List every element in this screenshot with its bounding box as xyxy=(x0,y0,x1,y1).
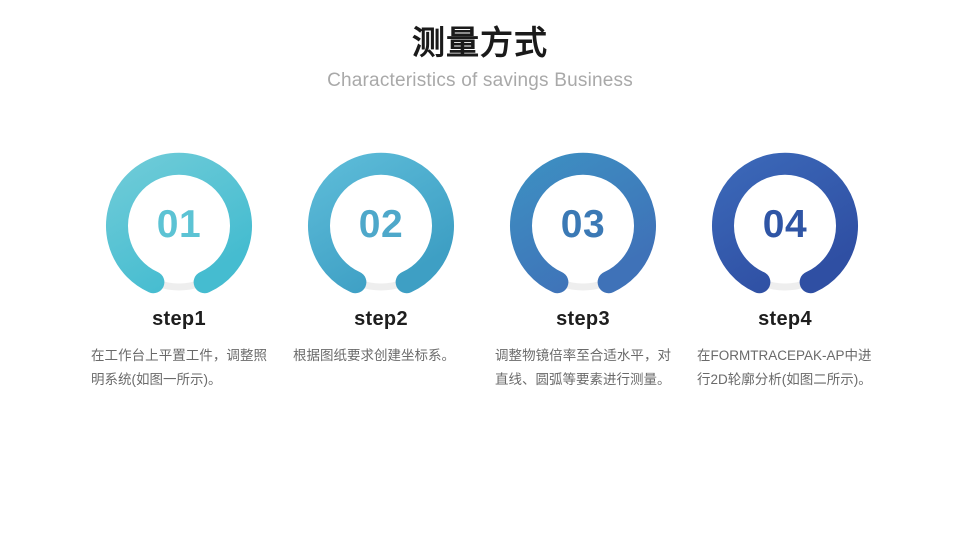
gauge-number-2: 02 xyxy=(358,203,404,246)
step-description-2: 根据图纸要求创建坐标系。 xyxy=(293,348,455,363)
step-item-1[interactable]: 01 step1 在工作台上平置工件，调整照明系统(如图一所示)。 xyxy=(78,150,280,391)
gauge-01: 01 xyxy=(104,150,254,300)
gauge-progress-arc xyxy=(308,152,454,294)
gauge-arc-icon xyxy=(712,152,858,294)
gauge-02: 02 xyxy=(306,150,456,300)
gauge-progress-arc xyxy=(712,152,858,294)
gauge-arc-icon xyxy=(510,152,656,294)
step-label-3: step3 xyxy=(556,308,610,330)
step-item-4[interactable]: 04 step4 在FORMTRACEPAK-AP中进行2D轮廓分析(如图二所示… xyxy=(684,150,886,391)
gauge-progress-arc xyxy=(106,152,252,294)
step-description-1: 在工作台上平置工件，调整照明系统(如图一所示)。 xyxy=(91,348,267,387)
page-title: 测量方式 xyxy=(412,24,548,61)
step-item-2[interactable]: 02 step2 根据图纸要求创建坐标系。 xyxy=(280,150,482,391)
page-header: 测量方式 Characteristics of savings Business xyxy=(0,0,960,92)
step-description-4: 在FORMTRACEPAK-AP中进行2D轮廓分析(如图二所示)。 xyxy=(697,348,872,387)
steps-row: 01 step1 在工作台上平置工件，调整照明系统(如图一所示)。 02 ste… xyxy=(0,150,960,391)
gauge-04: 04 xyxy=(710,150,860,300)
page-subtitle: Characteristics of savings Business xyxy=(327,70,633,92)
gauge-number-4: 04 xyxy=(762,203,808,246)
step-label-4: step4 xyxy=(758,308,812,330)
step-label-2: step2 xyxy=(354,308,408,330)
gauge-number-1: 01 xyxy=(156,203,202,246)
gauge-03: 03 xyxy=(508,150,658,300)
gauge-arc-icon xyxy=(308,152,454,294)
step-item-3[interactable]: 03 step3 调整物镜倍率至合适水平，对直线、圆弧等要素进行测量。 xyxy=(482,150,684,391)
gauge-progress-arc xyxy=(510,152,656,294)
gauge-number-3: 03 xyxy=(560,203,606,246)
step-label-1: step1 xyxy=(152,308,206,330)
step-description-3: 调整物镜倍率至合适水平，对直线、圆弧等要素进行测量。 xyxy=(495,348,671,387)
gauge-arc-icon xyxy=(106,152,252,294)
